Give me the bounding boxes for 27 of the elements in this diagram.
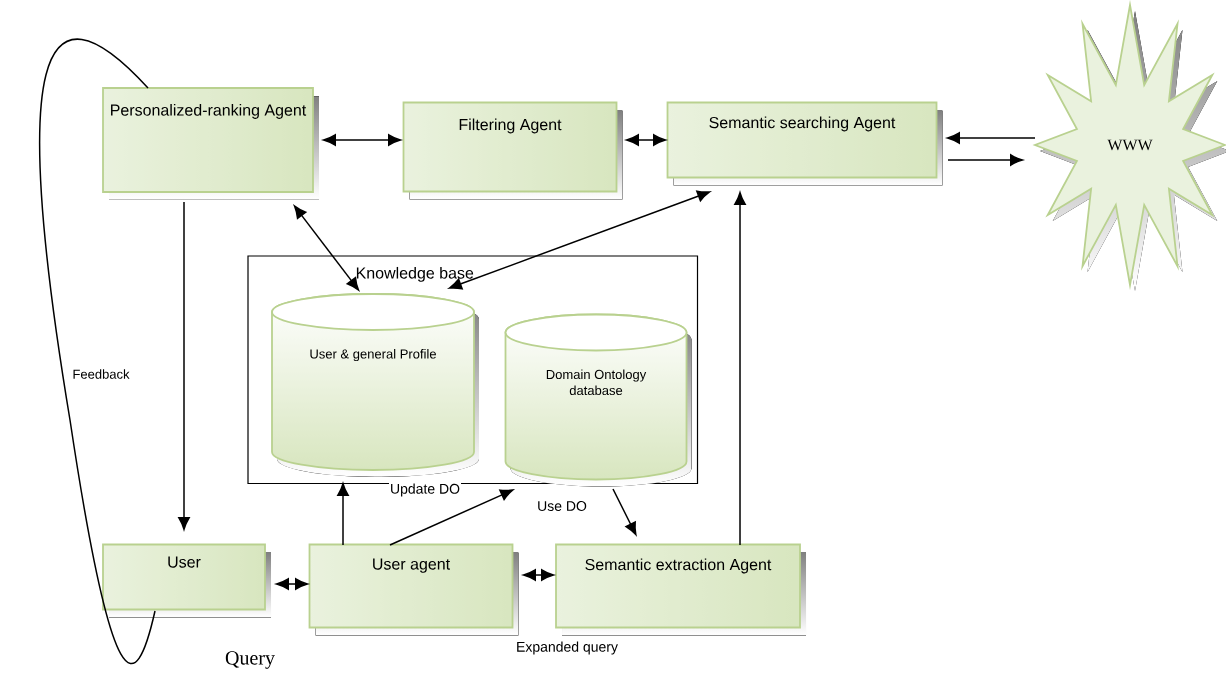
arrow	[448, 190, 711, 290]
arrow	[178, 201, 190, 531]
arrow	[337, 482, 349, 546]
arrow	[625, 134, 667, 146]
agent-box: Filtering Agent	[402, 101, 623, 200]
arrow	[612, 488, 637, 536]
agent-box: Personalized-ranking Agent	[102, 87, 319, 200]
agent-box: User agent	[308, 543, 519, 636]
arrow	[522, 569, 555, 581]
arrow	[947, 154, 1024, 166]
arrow	[389, 489, 514, 546]
arrow	[322, 134, 402, 146]
arrow	[946, 132, 1036, 144]
text-label: Use DO	[536, 500, 588, 512]
feedback-curve	[38, 38, 156, 664]
text-label: Update DO	[389, 482, 461, 498]
database-cylinder: User & general Profile	[271, 293, 479, 477]
database-cylinder: Domain Ontology database	[504, 313, 692, 487]
arrow	[275, 578, 309, 590]
arrow	[293, 205, 360, 291]
text-label: Expanded query	[515, 640, 619, 656]
text-label: Query	[224, 650, 276, 670]
agent-box: Semantic searching Agent	[666, 101, 943, 186]
agent-box: Semantic extraction Agent	[555, 543, 806, 636]
edge-label: Feedback	[71, 368, 131, 380]
arrow	[734, 191, 746, 546]
agent-box: User	[102, 543, 271, 618]
